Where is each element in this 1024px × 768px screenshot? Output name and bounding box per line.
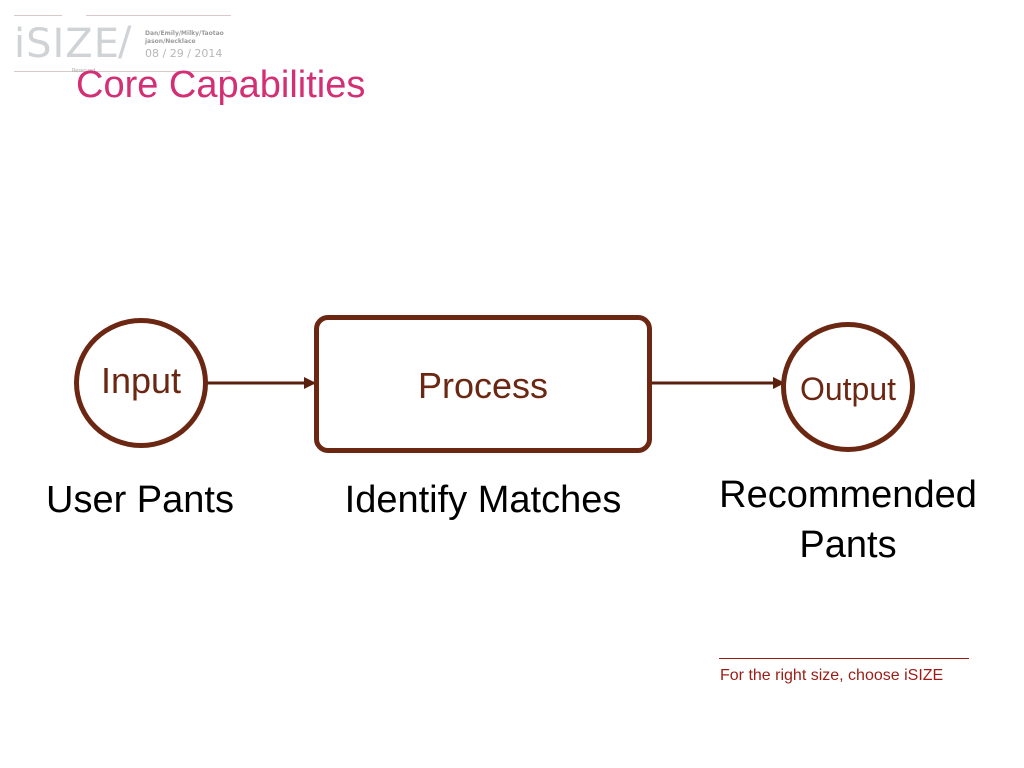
logo-names-line-1: Dan/Emily/Milky/Taotao xyxy=(145,30,224,37)
logo-rule-top-left xyxy=(14,15,62,16)
process-node-label: Process xyxy=(417,365,549,406)
input-node: Input xyxy=(74,318,208,448)
process-node: Process xyxy=(314,315,652,453)
logo-rule-top-right xyxy=(86,15,231,16)
logo-rule-bottom xyxy=(14,71,231,72)
logo-slash: / xyxy=(118,19,132,65)
page-title: Core Capabilities xyxy=(76,64,366,106)
logo-date: 08 / 29 / 2014 xyxy=(145,47,223,60)
output-caption-line-1: Recommended xyxy=(719,474,977,516)
logo-team-names: Dan/Emily/Milky/Taotao jason/Necklace xyxy=(145,30,241,46)
input-caption: User Pants xyxy=(46,479,234,521)
logo-names-line-2: jason/Necklace xyxy=(145,38,196,45)
output-node: Output xyxy=(781,322,915,452)
output-caption: Recommended Pants xyxy=(690,470,1006,570)
logo-wordmark: iSIZE xyxy=(14,21,120,67)
input-node-label: Input xyxy=(100,360,182,401)
output-node-label: Output xyxy=(799,371,897,407)
process-caption: Identify Matches xyxy=(344,479,622,521)
footer-tagline: For the right size, choose iSIZE xyxy=(720,667,944,684)
output-caption-line-2: Pants xyxy=(799,524,897,566)
logo-fine-print: Reserved xyxy=(72,68,96,74)
footer-rule xyxy=(719,658,969,659)
